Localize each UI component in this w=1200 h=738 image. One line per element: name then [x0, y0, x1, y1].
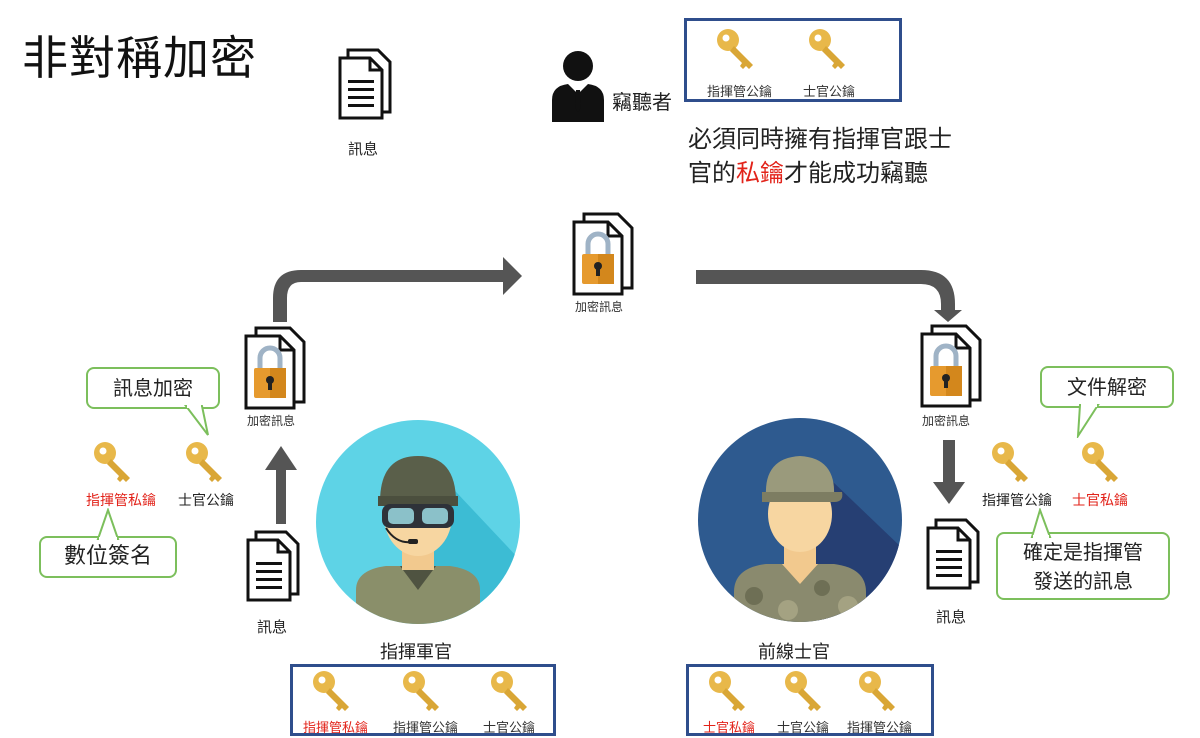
- commander-avatar: [316, 420, 520, 624]
- top-message-label: 訊息: [348, 140, 379, 158]
- callout-pointer: [183, 405, 209, 436]
- note-text: 官的: [688, 159, 736, 187]
- commander-box-key-label-2: 指揮管公鑰: [393, 721, 459, 736]
- key-icon: [990, 440, 1034, 484]
- right-encrypted-label: 加密訊息: [922, 414, 971, 428]
- key-icon: [489, 669, 533, 713]
- callout-decrypt: 文件解密: [1040, 366, 1174, 408]
- left-encrypted-label: 加密訊息: [247, 414, 296, 428]
- soldier-box-key-label-2: 士官公鑰: [777, 721, 830, 736]
- soldier-role-label: 前線士官: [758, 642, 830, 663]
- eavesdrop-note: 必須同時擁有指揮官跟士 官的私鑰才能成功竊聽: [688, 122, 952, 190]
- callout-sign: 數位簽名: [39, 536, 177, 578]
- key-icon: [707, 669, 751, 713]
- arrow-right-icon: [273, 257, 522, 322]
- callout-confirm-line1: 確定是指揮管: [1023, 540, 1143, 564]
- arrow-down-icon: [696, 270, 962, 322]
- callout-pointer: [1076, 404, 1100, 438]
- eavesdropper-person-icon: [552, 51, 604, 122]
- soldier-box-key-label-1: 士官私鑰: [703, 721, 756, 736]
- commander-key-box: 指揮管私鑰 指揮管公鑰 士官公鑰: [290, 664, 556, 736]
- right-message-label: 訊息: [936, 608, 967, 626]
- callout-pointer: [1030, 508, 1052, 538]
- arrow-down-icon: [933, 440, 965, 504]
- eavesdropper-key-label-1: 指揮管公鑰: [707, 85, 773, 100]
- soldier-box-key-label-3: 指揮管公鑰: [847, 721, 913, 736]
- eavesdrop-note-line1: 必須同時擁有指揮官跟士: [688, 125, 952, 153]
- commander-box-key-label-1: 指揮管私鑰: [303, 721, 369, 736]
- note-text: 才能成功竊聽: [784, 159, 928, 187]
- key-icon: [857, 669, 901, 713]
- left-private-key-label: 指揮管私鑰: [86, 493, 156, 509]
- encrypted-document-icon: [918, 324, 982, 408]
- page-title: 非對稱加密: [22, 31, 257, 85]
- key-icon: [92, 440, 136, 484]
- eavesdropper-label: 竊聽者: [612, 90, 672, 114]
- center-encrypted-label: 加密訊息: [575, 300, 624, 314]
- callout-confirm-line2: 發送的訊息: [1033, 569, 1133, 593]
- eavesdropper-key-label-2: 士官公鑰: [803, 85, 856, 100]
- key-icon: [184, 440, 228, 484]
- eavesdropper-key-box: 指揮管公鑰 士官公鑰: [684, 18, 902, 102]
- key-icon: [401, 669, 445, 713]
- callout-encrypt: 訊息加密: [86, 367, 220, 409]
- eavesdrop-note-line2: 官的私鑰才能成功竊聽: [688, 156, 952, 190]
- key-icon: [311, 669, 355, 713]
- message-document-icon: [244, 530, 300, 602]
- commander-role-label: 指揮軍官: [380, 642, 452, 663]
- encrypted-document-icon: [242, 326, 306, 410]
- key-icon: [1080, 440, 1124, 484]
- key-icon: [783, 669, 827, 713]
- commander-box-key-label-3: 士官公鑰: [483, 721, 536, 736]
- soldier-avatar: [698, 418, 902, 622]
- left-public-key-label: 士官公鑰: [178, 493, 234, 509]
- left-message-label: 訊息: [257, 618, 288, 636]
- right-private-key-label: 士官私鑰: [1072, 493, 1128, 509]
- callout-confirm: 確定是指揮管 發送的訊息: [996, 532, 1170, 600]
- right-public-key-label: 指揮管公鑰: [982, 493, 1052, 509]
- message-document-icon: [924, 518, 980, 590]
- note-private-key-text: 私鑰: [736, 159, 784, 187]
- callout-pointer: [96, 508, 120, 540]
- arrow-up-icon: [265, 446, 297, 524]
- soldier-key-box: 士官私鑰 士官公鑰 指揮管公鑰: [686, 664, 934, 736]
